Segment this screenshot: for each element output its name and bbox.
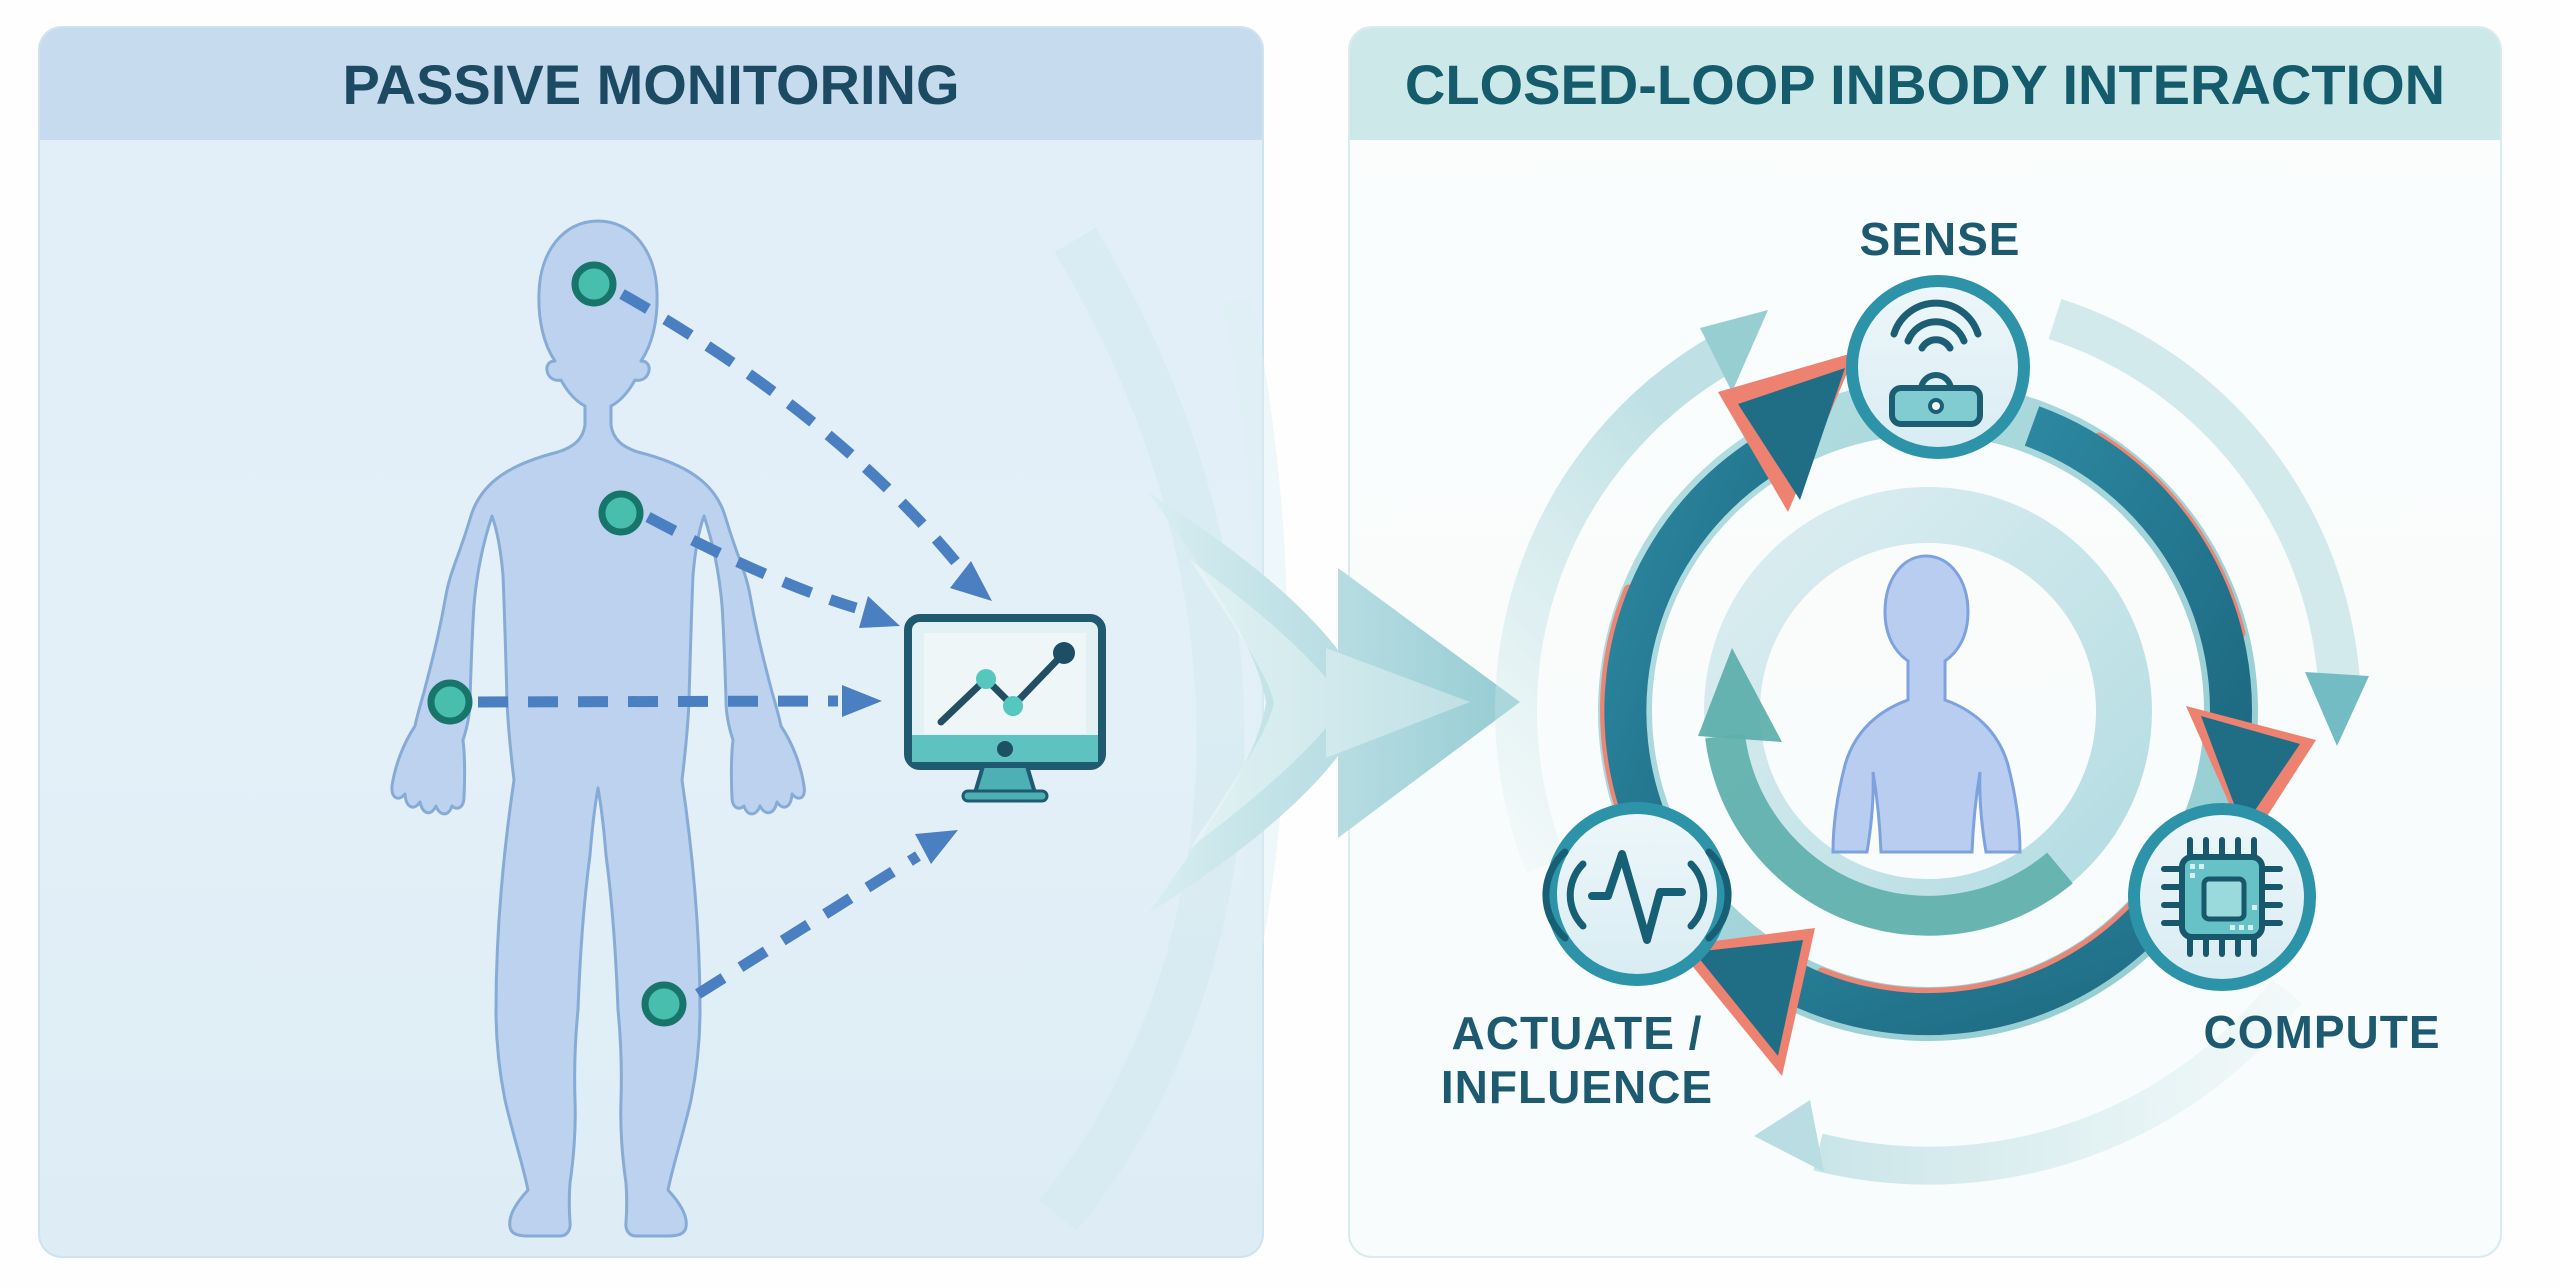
right-panel-header: CLOSED-LOOP INBODY INTERACTION — [1350, 28, 2500, 140]
left-panel-title: PASSIVE MONITORING — [342, 52, 960, 116]
actuate-label-line2: INFLUENCE — [1440, 1061, 1714, 1113]
sense-label: SENSE — [1859, 213, 2021, 265]
right-panel-title: CLOSED-LOOP INBODY INTERACTION — [1404, 52, 2446, 116]
passive-monitoring-panel: PASSIVE MONITORING — [38, 26, 1264, 1258]
actuate-label-line1: ACTUATE / — [1451, 1007, 1703, 1059]
compute-label: COMPUTE — [2203, 1006, 2441, 1058]
left-panel-header: PASSIVE MONITORING — [40, 28, 1262, 140]
actuate-label: ACTUATE / INFLUENCE — [1441, 1006, 1713, 1114]
